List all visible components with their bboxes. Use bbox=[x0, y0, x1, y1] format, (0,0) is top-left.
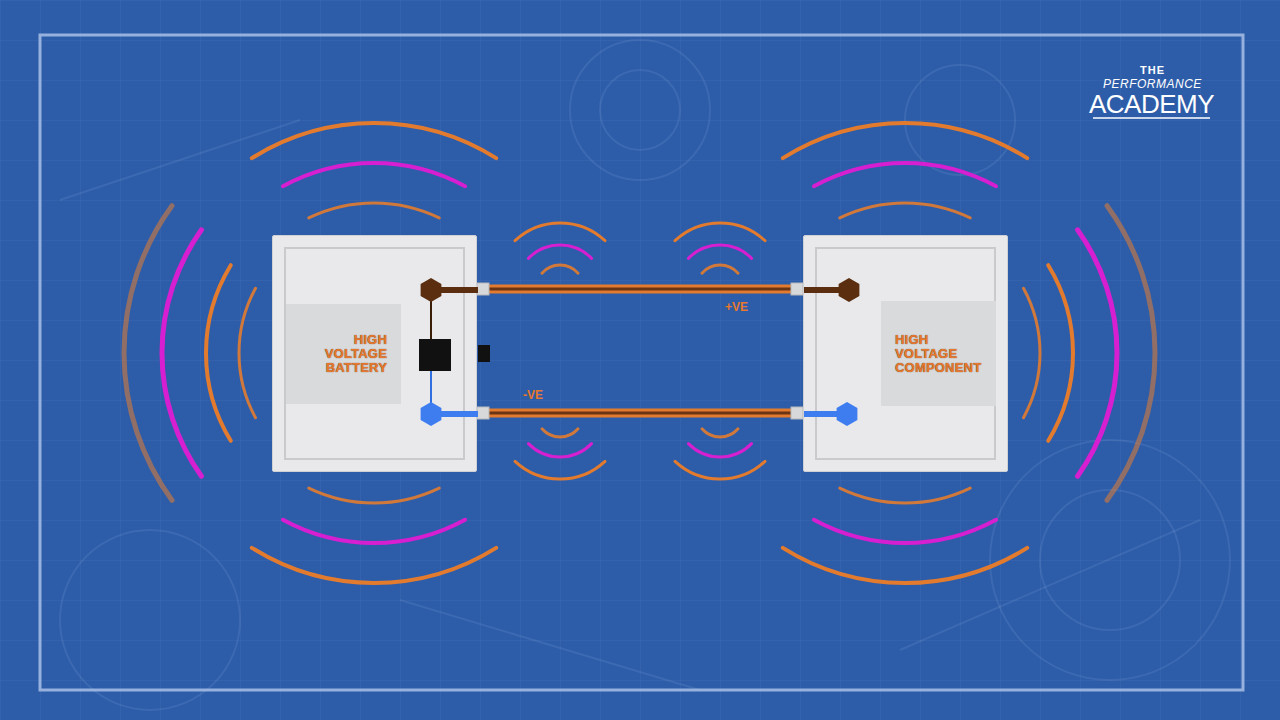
hv-cable bbox=[477, 409, 803, 418]
field-arc bbox=[283, 520, 465, 543]
cable-gland bbox=[477, 407, 489, 419]
logo-text: THE bbox=[1140, 64, 1165, 76]
label-panel: HIGH VOLTAGE BATTERY bbox=[286, 304, 401, 404]
logo-text: ACADEMY bbox=[1089, 90, 1214, 119]
sketch-lines bbox=[60, 120, 1200, 690]
field-arc bbox=[206, 265, 231, 441]
field-waves bbox=[124, 123, 1155, 583]
gear-sketch bbox=[570, 40, 710, 180]
field-arc bbox=[814, 520, 996, 543]
field-arc bbox=[783, 548, 1027, 583]
field-arc bbox=[702, 429, 738, 437]
field-arc bbox=[542, 265, 578, 273]
field-arc bbox=[1107, 206, 1155, 501]
field-arc bbox=[515, 461, 605, 479]
field-arc bbox=[814, 163, 996, 186]
field-arc bbox=[283, 163, 465, 186]
field-arc bbox=[840, 203, 970, 218]
field-arc bbox=[252, 123, 496, 158]
field-arc bbox=[783, 123, 1027, 158]
positive-terminal bbox=[421, 278, 442, 302]
cable-gland bbox=[791, 407, 803, 419]
negative-terminal bbox=[421, 402, 442, 426]
field-arc bbox=[124, 206, 172, 501]
gear-sketch bbox=[60, 530, 240, 710]
field-arc bbox=[1078, 230, 1117, 476]
field-arc bbox=[675, 223, 765, 241]
field-arc bbox=[1048, 265, 1073, 441]
field-arc bbox=[1023, 288, 1040, 417]
housing-inner-outline bbox=[816, 248, 995, 459]
field-arc bbox=[675, 461, 765, 479]
cable-core bbox=[477, 288, 803, 291]
field-arc bbox=[162, 230, 201, 476]
component-housing: HIGH VOLTAGE COMPONENT bbox=[803, 235, 1008, 472]
field-arc bbox=[515, 223, 605, 241]
label-panel: HIGH VOLTAGE COMPONENT bbox=[881, 301, 996, 406]
contactor-tab bbox=[478, 345, 490, 362]
field-arc bbox=[309, 488, 439, 503]
field-arc bbox=[528, 245, 591, 258]
component-label: HIGH VOLTAGE BATTERY bbox=[325, 333, 387, 375]
field-arc bbox=[542, 429, 578, 437]
frame-border bbox=[40, 35, 1243, 690]
polarity-label: +VE bbox=[725, 300, 748, 314]
field-arc bbox=[688, 245, 751, 258]
gear-sketch bbox=[600, 70, 680, 150]
field-arc bbox=[688, 444, 751, 457]
negative-terminal bbox=[837, 402, 858, 426]
field-arc bbox=[309, 203, 439, 218]
field-arc bbox=[702, 265, 738, 273]
positive-terminal bbox=[839, 278, 860, 302]
field-arc bbox=[528, 444, 591, 457]
field-arc bbox=[239, 288, 256, 417]
cable-core bbox=[477, 412, 803, 415]
cable-gland bbox=[477, 283, 489, 295]
gear-sketch bbox=[905, 65, 1015, 175]
gear-sketches bbox=[60, 40, 1230, 710]
component-label: HIGH VOLTAGE COMPONENT bbox=[895, 333, 981, 375]
field-arc bbox=[840, 488, 970, 503]
housing-inner-outline bbox=[285, 248, 464, 459]
cable-gland bbox=[791, 283, 803, 295]
battery-housing: HIGH VOLTAGE BATTERY bbox=[272, 235, 477, 472]
contactor-block bbox=[419, 339, 451, 371]
field-arc bbox=[252, 548, 496, 583]
hv-cable bbox=[477, 285, 803, 294]
polarity-label: -VE bbox=[523, 388, 543, 402]
